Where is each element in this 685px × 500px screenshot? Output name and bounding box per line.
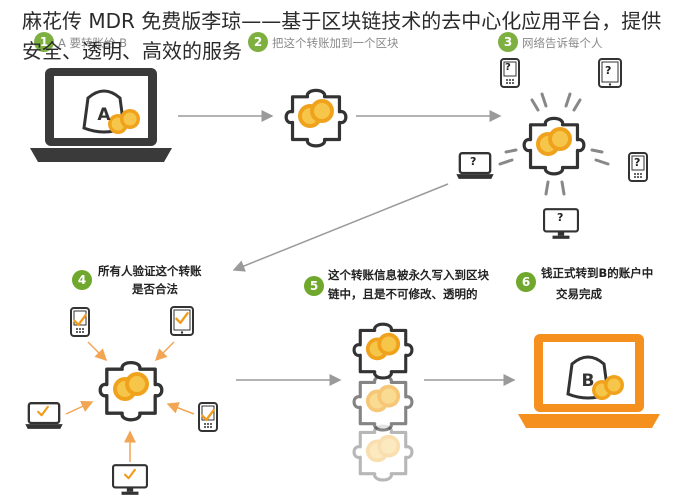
laptop-icon <box>24 402 64 430</box>
wallet-b-letter: B <box>582 371 595 391</box>
question-mark: ? <box>605 64 612 77</box>
step-5-label-line2: 链中，且是不可修改、透明的 <box>328 287 478 301</box>
step-2-badge: 2 <box>248 32 268 52</box>
step-4-label-line1: 所有人验证这个转账 <box>98 264 202 278</box>
wallet-a-letter: A <box>97 105 111 125</box>
laptop-a <box>30 68 172 162</box>
step-6-badge: 6 <box>516 272 536 292</box>
page-title: 麻花传 MDR 免费版李琼——基于区块链技术的去中心化应用平台，提供安全、透明、… <box>22 9 662 63</box>
step-5-badge: 5 <box>304 276 324 296</box>
network-puzzle-step3 <box>498 92 610 196</box>
step-1-badge: 1 <box>34 32 54 52</box>
step-4-badge: 4 <box>72 270 92 290</box>
question-mark: ? <box>634 156 641 169</box>
question-mark: ? <box>470 155 477 168</box>
block-puzzle-step2 <box>284 88 348 148</box>
question-mark: ? <box>557 211 564 224</box>
verify-puzzle-step4 <box>98 360 164 422</box>
verification-arrows <box>65 341 195 462</box>
step-2-label: 把这个转账加到一个区块 <box>272 36 399 50</box>
arrow-3-to-4 <box>232 183 449 272</box>
step-6-label-line1: 钱正式转到B的账户中 <box>541 266 654 280</box>
blockchain-stack-step5 <box>352 322 414 482</box>
step-4-label-line2: 是否合法 <box>132 282 178 296</box>
step-5-label-line1: 这个转账信息被永久写入到区块 <box>328 268 489 282</box>
step-3-label: 网络告诉每个人 <box>522 36 603 50</box>
question-mark: ? <box>505 62 511 73</box>
step-3-badge: 3 <box>498 32 518 52</box>
step-6-label-line2: 交易完成 <box>556 287 602 301</box>
monitor-icon <box>112 464 148 496</box>
laptop-b <box>518 334 660 428</box>
step-1-label: A 要转账给 B <box>58 36 128 50</box>
